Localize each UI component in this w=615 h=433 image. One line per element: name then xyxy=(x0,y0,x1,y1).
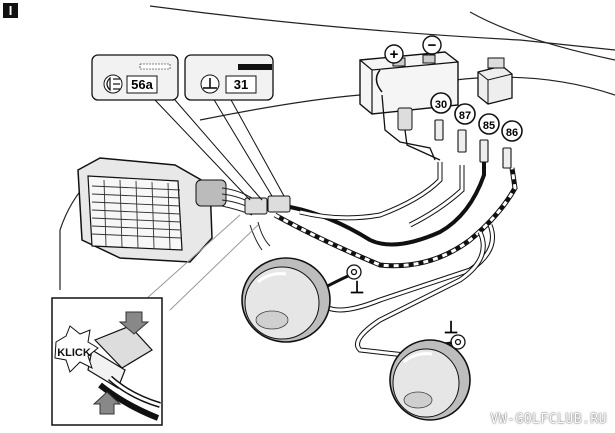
connector-label-right-text: 31 xyxy=(234,77,248,92)
terminal-87: 87 xyxy=(454,103,476,125)
terminal-30: 30 xyxy=(430,92,452,114)
ground-icon xyxy=(203,78,217,89)
fog-lamp-right xyxy=(389,339,471,421)
ground-symbol-upper: ⊥ xyxy=(350,278,365,297)
fog-lamp-left xyxy=(241,257,331,343)
arrow-up-icon xyxy=(92,391,122,415)
wire-black xyxy=(289,162,486,247)
svg-text:85: 85 xyxy=(483,120,495,132)
high-beam-icon xyxy=(106,76,120,92)
battery-plus-icon: + xyxy=(390,46,399,63)
klick-text: KLICK xyxy=(57,347,91,359)
wire-harness-bundle xyxy=(221,187,271,251)
watermark: VW-GOLFCLUB.RU xyxy=(490,412,607,427)
terminal-85: 85 xyxy=(478,113,500,135)
connector-label-56a: 56a xyxy=(91,54,179,101)
svg-text:86: 86 xyxy=(506,127,518,139)
car-body-outline xyxy=(59,5,615,290)
headlamp-connectors xyxy=(244,195,291,215)
arrow-down-icon xyxy=(118,311,150,335)
klick-burst xyxy=(54,325,99,373)
terminal-plugs xyxy=(434,119,512,169)
panel-label-text: I xyxy=(9,3,13,18)
wire-striped xyxy=(273,167,518,269)
klick-inset: KLICK xyxy=(51,297,163,426)
terminal-badges: 30 87 85 86 xyxy=(430,92,523,142)
ground-symbol-lower: ⊥ xyxy=(444,318,459,337)
svg-text:30: 30 xyxy=(435,99,447,111)
connector-label-31: 31 xyxy=(184,54,274,101)
svg-text:87: 87 xyxy=(459,110,471,122)
battery-minus-icon: − xyxy=(428,37,437,54)
relay xyxy=(477,57,513,105)
inset-leader xyxy=(144,214,259,311)
panel-label: I xyxy=(3,3,18,18)
connector-label-left-text: 56a xyxy=(131,77,153,92)
callout-lines xyxy=(154,97,285,201)
headlamp xyxy=(77,157,227,263)
fuse-holder xyxy=(381,94,441,161)
wire-grey-pair-fill xyxy=(299,162,464,227)
terminal-86: 86 xyxy=(501,120,523,142)
